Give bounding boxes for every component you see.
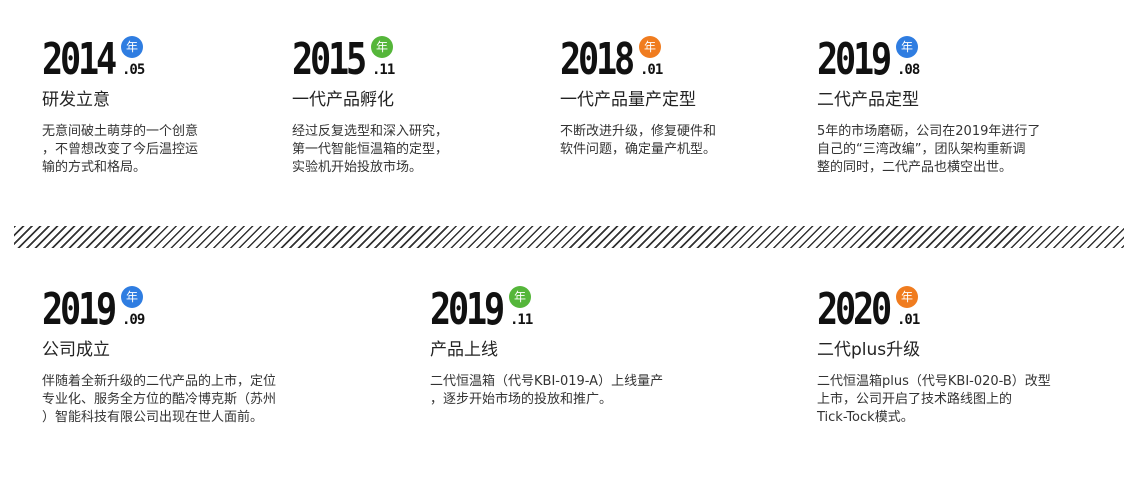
milestone-description: 经过反复选型和深入研究， 第一代智能恒温箱的定型， 实验机开始投放市场。 (292, 124, 449, 175)
year-heading: 2019 .08 年 (817, 36, 1127, 82)
milestone-description: 不断改进升级，修复硬件和 软件问题，确定量产机型。 (560, 124, 717, 157)
month-suffix: .01 (640, 62, 663, 78)
year-number: 2020 (817, 284, 892, 335)
year-number: 2019 (430, 284, 505, 335)
milestone-2019-11: 2019 .11 年 产品上线 二代恒温箱（代号KBI-019-A）上线量产 ，… (430, 286, 740, 409)
milestone-title: 产品上线 (430, 340, 498, 360)
year-heading: 2014 .05 年 (42, 36, 352, 82)
milestone-2019-09: 2019 .09 年 公司成立 伴随着全新升级的二代产品的上市，定位 专业化、服… (42, 286, 352, 427)
milestone-description: 二代恒温箱plus（代号KBI-020-B）改型 上市，公司开启了技术路线图上的… (817, 374, 1051, 425)
milestone-description: 二代恒温箱（代号KBI-019-A）上线量产 ，逐步开始市场的投放和推广。 (430, 374, 664, 407)
milestone-2018-01: 2018 .01 年 一代产品量产定型 不断改进升级，修复硬件和 软件问题，确定… (560, 36, 870, 159)
year-badge: 年 (121, 286, 143, 308)
month-suffix: .11 (510, 312, 533, 328)
year-number: 2019 (42, 284, 117, 335)
year-number: 2018 (560, 34, 635, 85)
year-number: 2015 (292, 34, 367, 85)
year-badge: 年 (896, 286, 918, 308)
year-heading: 2020 .01 年 (817, 286, 1127, 332)
month-suffix: .05 (122, 62, 145, 78)
milestone-2014-05: 2014 .05 年 研发立意 无意间破土萌芽的一个创意 ，不曾想改变了今后温控… (42, 36, 352, 177)
year-heading: 2018 .01 年 (560, 36, 870, 82)
year-number: 2014 (42, 34, 117, 85)
year-number: 2019 (817, 34, 892, 85)
milestone-title: 公司成立 (42, 340, 110, 360)
milestone-2020-01: 2020 .01 年 二代plus升级 二代恒温箱plus（代号KBI-020-… (817, 286, 1127, 427)
month-suffix: .01 (897, 312, 920, 328)
milestone-title: 研发立意 (42, 90, 110, 110)
year-badge: 年 (509, 286, 531, 308)
milestone-description: 无意间破土萌芽的一个创意 ，不曾想改变了今后温控运 输的方式和格局。 (42, 124, 199, 175)
milestone-2015-11: 2015 .11 年 一代产品孵化 经过反复选型和深入研究， 第一代智能恒温箱的… (292, 36, 602, 177)
year-heading: 2019 .09 年 (42, 286, 352, 332)
month-suffix: .09 (122, 312, 145, 328)
year-badge: 年 (896, 36, 918, 58)
milestone-2019-08: 2019 .08 年 二代产品定型 5年的市场磨砺，公司在2019年进行了 自己… (817, 36, 1127, 177)
year-badge: 年 (371, 36, 393, 58)
milestone-title: 二代产品定型 (817, 90, 919, 110)
milestone-title: 一代产品孵化 (292, 90, 394, 110)
milestone-title: 一代产品量产定型 (560, 90, 696, 110)
month-suffix: .11 (372, 62, 395, 78)
milestone-title: 二代plus升级 (817, 340, 921, 360)
year-heading: 2019 .11 年 (430, 286, 740, 332)
month-suffix: .08 (897, 62, 920, 78)
year-badge: 年 (121, 36, 143, 58)
hatched-divider (14, 226, 1124, 248)
milestone-description: 5年的市场磨砺，公司在2019年进行了 自己的“三湾改编”，团队架构重新调 整的… (817, 124, 1041, 175)
milestone-description: 伴随着全新升级的二代产品的上市，定位 专业化、服务全方位的酷冷博克斯（苏州 ）智… (42, 374, 277, 425)
year-badge: 年 (639, 36, 661, 58)
year-heading: 2015 .11 年 (292, 36, 602, 82)
